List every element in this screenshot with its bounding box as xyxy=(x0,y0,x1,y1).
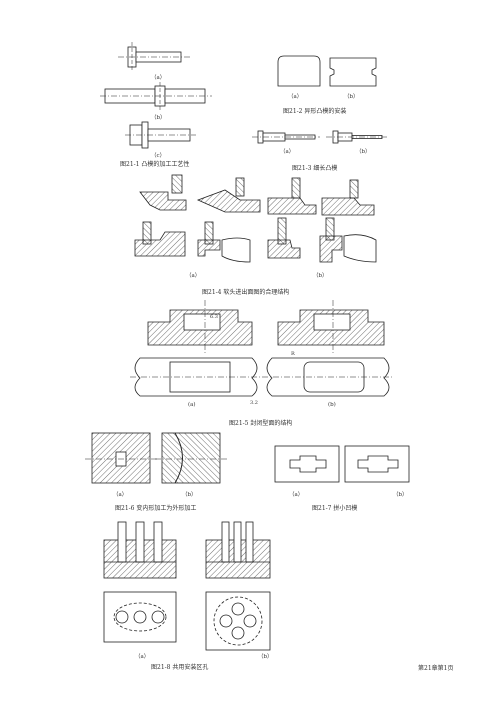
fig5-roughness-a: 6.3 xyxy=(210,314,218,320)
fig1-punch-b xyxy=(100,82,212,110)
fig4-label-a: （a） xyxy=(186,273,201,279)
fig8-plan-b xyxy=(205,591,271,651)
fig4-caption: 图21-4 软头进出面图的合理结构 xyxy=(202,289,290,296)
fig8-section-b xyxy=(205,521,271,579)
fig8-plan-a xyxy=(103,591,177,643)
fig2-shape-b xyxy=(329,57,377,87)
fig6-die-a xyxy=(85,432,157,484)
fig5-section-a xyxy=(147,300,253,355)
fig1-punch-a xyxy=(118,42,190,72)
fig3-label-b: （b） xyxy=(356,149,371,155)
fig6-label-a: （a） xyxy=(113,492,128,498)
fig8-label-a: （a） xyxy=(135,654,150,660)
fig2-label-a: （a） xyxy=(288,94,303,100)
fig5-plan-b xyxy=(262,357,394,397)
fig7-die-b xyxy=(344,445,410,483)
fig8-label-b: （b） xyxy=(258,654,273,660)
fig7-label-b: （b） xyxy=(393,492,408,498)
fig1-caption: 图21-1 凸模的加工工艺性 xyxy=(120,161,190,168)
page-number: 第21章第1页 xyxy=(418,665,454,672)
fig5-label-a: (a) xyxy=(188,402,196,408)
fig1-punch-c xyxy=(125,121,196,149)
fig5-caption: 图21-5 封闭型面的结构 xyxy=(229,420,293,427)
fig3-punch-a xyxy=(252,130,320,144)
fig2-caption: 图21-2 异形凸模的安装 xyxy=(283,108,347,115)
fig4-label-b: （b） xyxy=(313,273,328,279)
fig5-section-b xyxy=(277,300,385,355)
fig5-radius: R xyxy=(291,351,295,357)
fig7-caption: 图21-7 拼小凹模 xyxy=(312,505,358,512)
fig1-label-a: （a） xyxy=(151,75,166,81)
fig4-row2 xyxy=(134,217,377,263)
fig5-roughness-b: 3.2 xyxy=(250,400,258,406)
fig6-caption: 图21-6 变内形加工为外形加工 xyxy=(115,505,197,512)
fig6-die-b xyxy=(155,432,227,484)
fig3-label-a: （a） xyxy=(280,149,295,155)
fig8-section-a xyxy=(103,521,177,579)
fig2-label-b: （b） xyxy=(344,94,359,100)
fig7-die-a xyxy=(274,445,340,483)
fig7-label-a: （a） xyxy=(289,492,304,498)
fig8-caption: 图21-8 共用安装区孔 xyxy=(151,664,209,671)
fig6-label-b: （b） xyxy=(182,492,197,498)
fig5-label-b: (b) xyxy=(328,402,336,408)
fig5-plan-a xyxy=(130,357,262,397)
fig2-shape-a xyxy=(277,55,321,87)
fig3-caption: 图21-3 细长凸模 xyxy=(292,165,338,172)
fig4-row1 xyxy=(139,174,375,216)
fig1-label-c: （c） xyxy=(151,153,166,159)
fig1-label-b: （b） xyxy=(151,115,166,121)
fig3-punch-b xyxy=(326,130,388,144)
